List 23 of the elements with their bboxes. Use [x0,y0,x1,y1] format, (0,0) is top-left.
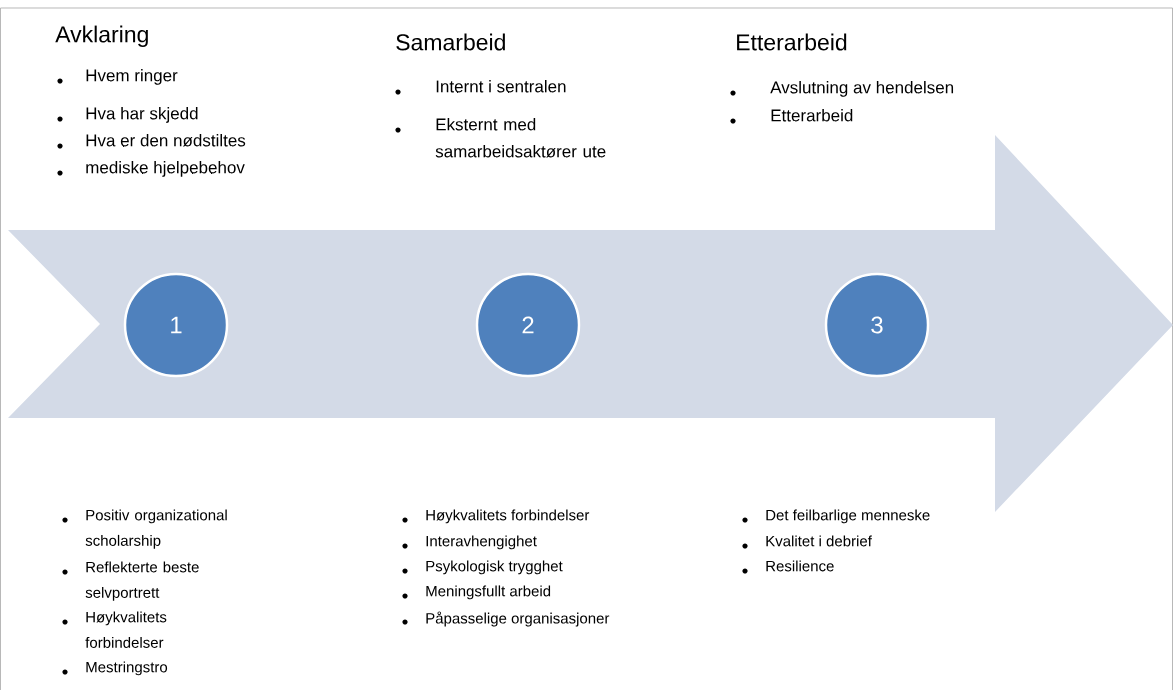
heading: Samarbeid [396,33,505,51]
list-item: Meningsfullt arbeid [426,585,551,600]
list-item: Hvem ringer [86,69,178,85]
list-item: Psykologisk trygghet [426,560,563,575]
list-item: Det feilbarlige menneske [766,509,930,524]
list-item: Hva har skjedd [86,107,198,123]
list-item: Hva er den nødstiltes [86,134,246,147]
list-item: Høykvalitets forbindelser [426,509,590,524]
heading: Avklaring [55,25,148,47]
list-item: Internt i sentralen [436,80,566,93]
list-item: Avslutning av hendelsen [770,81,954,97]
list-item: Reflekterte beste selvportrett [85,561,199,601]
list-item: Etterarbeid [771,109,853,122]
list-item: Resilience [766,560,834,572]
list-item: Mestringstro [86,661,168,676]
list-item: Kvalitet i debrief [766,535,872,547]
list-item: Eksternt med samarbeidsaktører ute [435,118,606,158]
list-item: Interavhengighet [426,535,537,550]
list-item: Påpasselige organisasjoner [426,611,610,627]
heading: Etterarbeid [737,33,847,51]
list-item: Positiv organizational scholarship [85,509,227,549]
list-item: Høykvalitets forbindelser [85,611,167,648]
list-item: mediske hjelpebehov [86,161,245,177]
